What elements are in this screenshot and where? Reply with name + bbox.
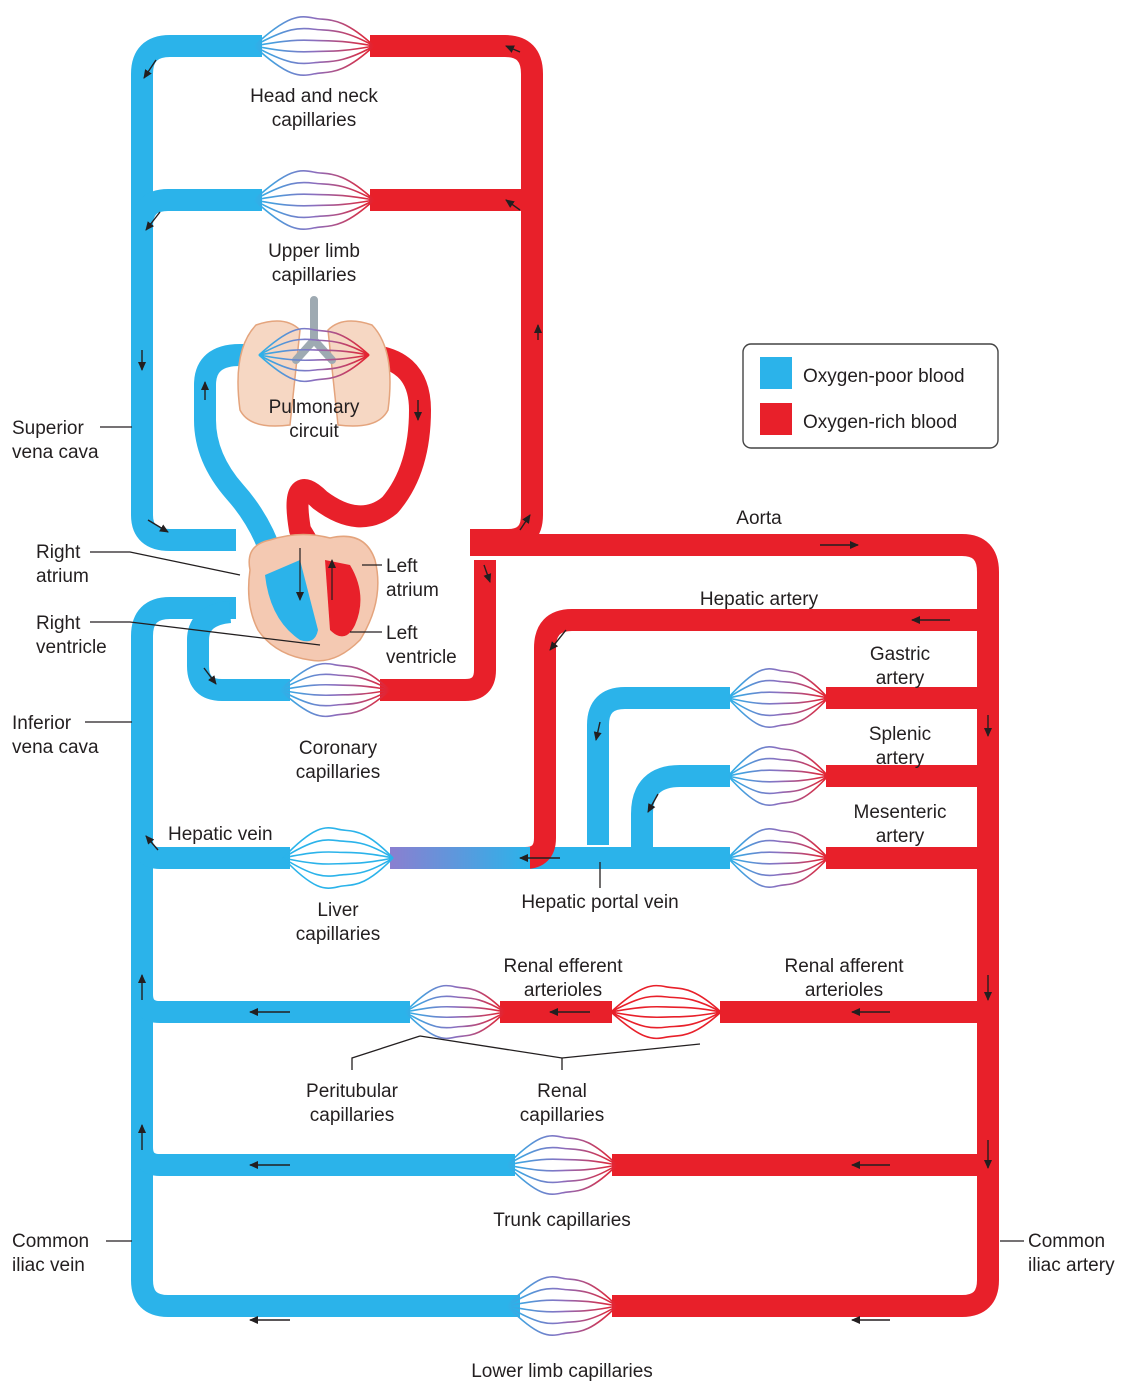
label-rv-1: Right [36,613,81,634]
label-renal-afferent-1: Renal afferent [784,956,904,977]
label-cia-2: iliac artery [1028,1255,1115,1276]
label-upper-limb-2: capillaries [272,265,356,286]
trunk-capillaries [506,1135,618,1195]
splenic-vein [631,765,730,848]
capillary-beds [253,15,829,1336]
coronary-artery [380,560,496,701]
label-coronary-2: capillaries [296,762,380,783]
label-renal-efferent-1: Renal efferent [503,956,623,977]
labels: Head and neck capillaries Upper limb cap… [12,86,1115,1382]
label-head-neck-2: capillaries [272,110,356,131]
legend: Oxygen-poor blood Oxygen-rich blood [742,343,999,449]
label-hepatic-portal-vein: Hepatic portal vein [521,892,678,913]
hepatic-artery [524,609,988,869]
head-neck-capillaries [253,15,375,77]
label-hepatic-vein: Hepatic vein [168,824,273,845]
label-svc-2: vena cava [12,442,99,463]
label-aorta: Aorta [736,508,782,529]
upper-limb-capillaries [253,169,375,231]
label-renal-cap-2: capillaries [520,1105,604,1126]
lower-limb-capillaries [506,1276,618,1336]
label-cia-1: Common [1028,1231,1105,1252]
coronary-capillaries [279,662,391,718]
label-pulmonary-2: circuit [289,421,339,442]
label-mesenteric-2: artery [876,826,925,847]
label-trunk: Trunk capillaries [493,1210,631,1231]
label-peritubular-1: Peritubular [306,1081,399,1102]
label-pulmonary-1: Pulmonary [269,397,360,418]
liver-capillaries [282,827,394,889]
pulmonary-capillaries [258,327,370,383]
venous-vessels [131,35,730,1317]
gastric-capillaries [727,668,829,728]
coronary-vein [187,601,290,701]
heart [247,533,379,662]
label-lower-limb: Lower limb capillaries [471,1361,653,1382]
aorta-ascending [370,35,543,551]
label-renal-cap-1: Renal [537,1081,587,1102]
legend-label-oxygen-poor: Oxygen-poor blood [803,366,965,387]
pulmonary-artery [194,344,283,560]
aorta-descending [470,534,999,1317]
peritubular-capillaries [404,984,506,1040]
label-ra-1: Right [36,542,81,563]
legend-label-oxygen-rich: Oxygen-rich blood [803,412,957,433]
label-gastric-1: Gastric [870,644,930,665]
legend-box [742,343,999,449]
label-head-neck-1: Head and neck [250,86,378,107]
vena-cava-trunk [131,35,262,551]
label-liver-1: Liver [317,900,359,921]
label-gastric-2: artery [876,668,925,689]
label-mesenteric-1: Mesenteric [854,802,947,823]
label-svc-1: Superior [12,418,84,439]
flow-arrows [138,45,992,1324]
renal-vein [131,993,410,1023]
label-splenic-2: artery [876,748,925,769]
label-la-1: Left [386,556,418,577]
label-upper-limb-1: Upper limb [268,241,360,262]
label-peritubular-2: capillaries [310,1105,394,1126]
legend-swatch-oxygen-rich [760,403,792,435]
label-civ-2: iliac vein [12,1255,85,1276]
label-civ-1: Common [12,1231,89,1252]
label-ivc-2: vena cava [12,737,99,758]
leader-lines [85,426,1024,1242]
label-liver-2: capillaries [296,924,380,945]
label-coronary-1: Coronary [299,738,378,759]
lungs [237,296,391,427]
upper-limb-vein [131,189,262,227]
label-hepatic-artery: Hepatic artery [700,589,819,610]
label-lv-1: Left [386,623,418,644]
label-renal-afferent-2: arterioles [805,980,883,1001]
label-renal-efferent-2: arterioles [524,980,602,1001]
trunk-vein [131,1146,515,1176]
legend-swatch-oxygen-poor [760,357,792,389]
renal-glomerulus-capillaries [610,984,722,1040]
label-lv-2: ventricle [386,647,457,668]
splenic-capillaries [727,746,829,806]
label-la-2: atrium [386,580,439,601]
label-splenic-1: Splenic [869,724,931,745]
label-ivc-1: Inferior [12,713,72,734]
hepatic-vein [131,839,290,869]
gastric-vein [587,687,730,845]
mesenteric-capillaries [727,828,829,888]
label-rv-2: ventricle [36,637,107,658]
label-ra-2: atrium [36,566,89,587]
inferior-vena-cava [131,597,520,1317]
pulmonary-vein [286,344,431,566]
